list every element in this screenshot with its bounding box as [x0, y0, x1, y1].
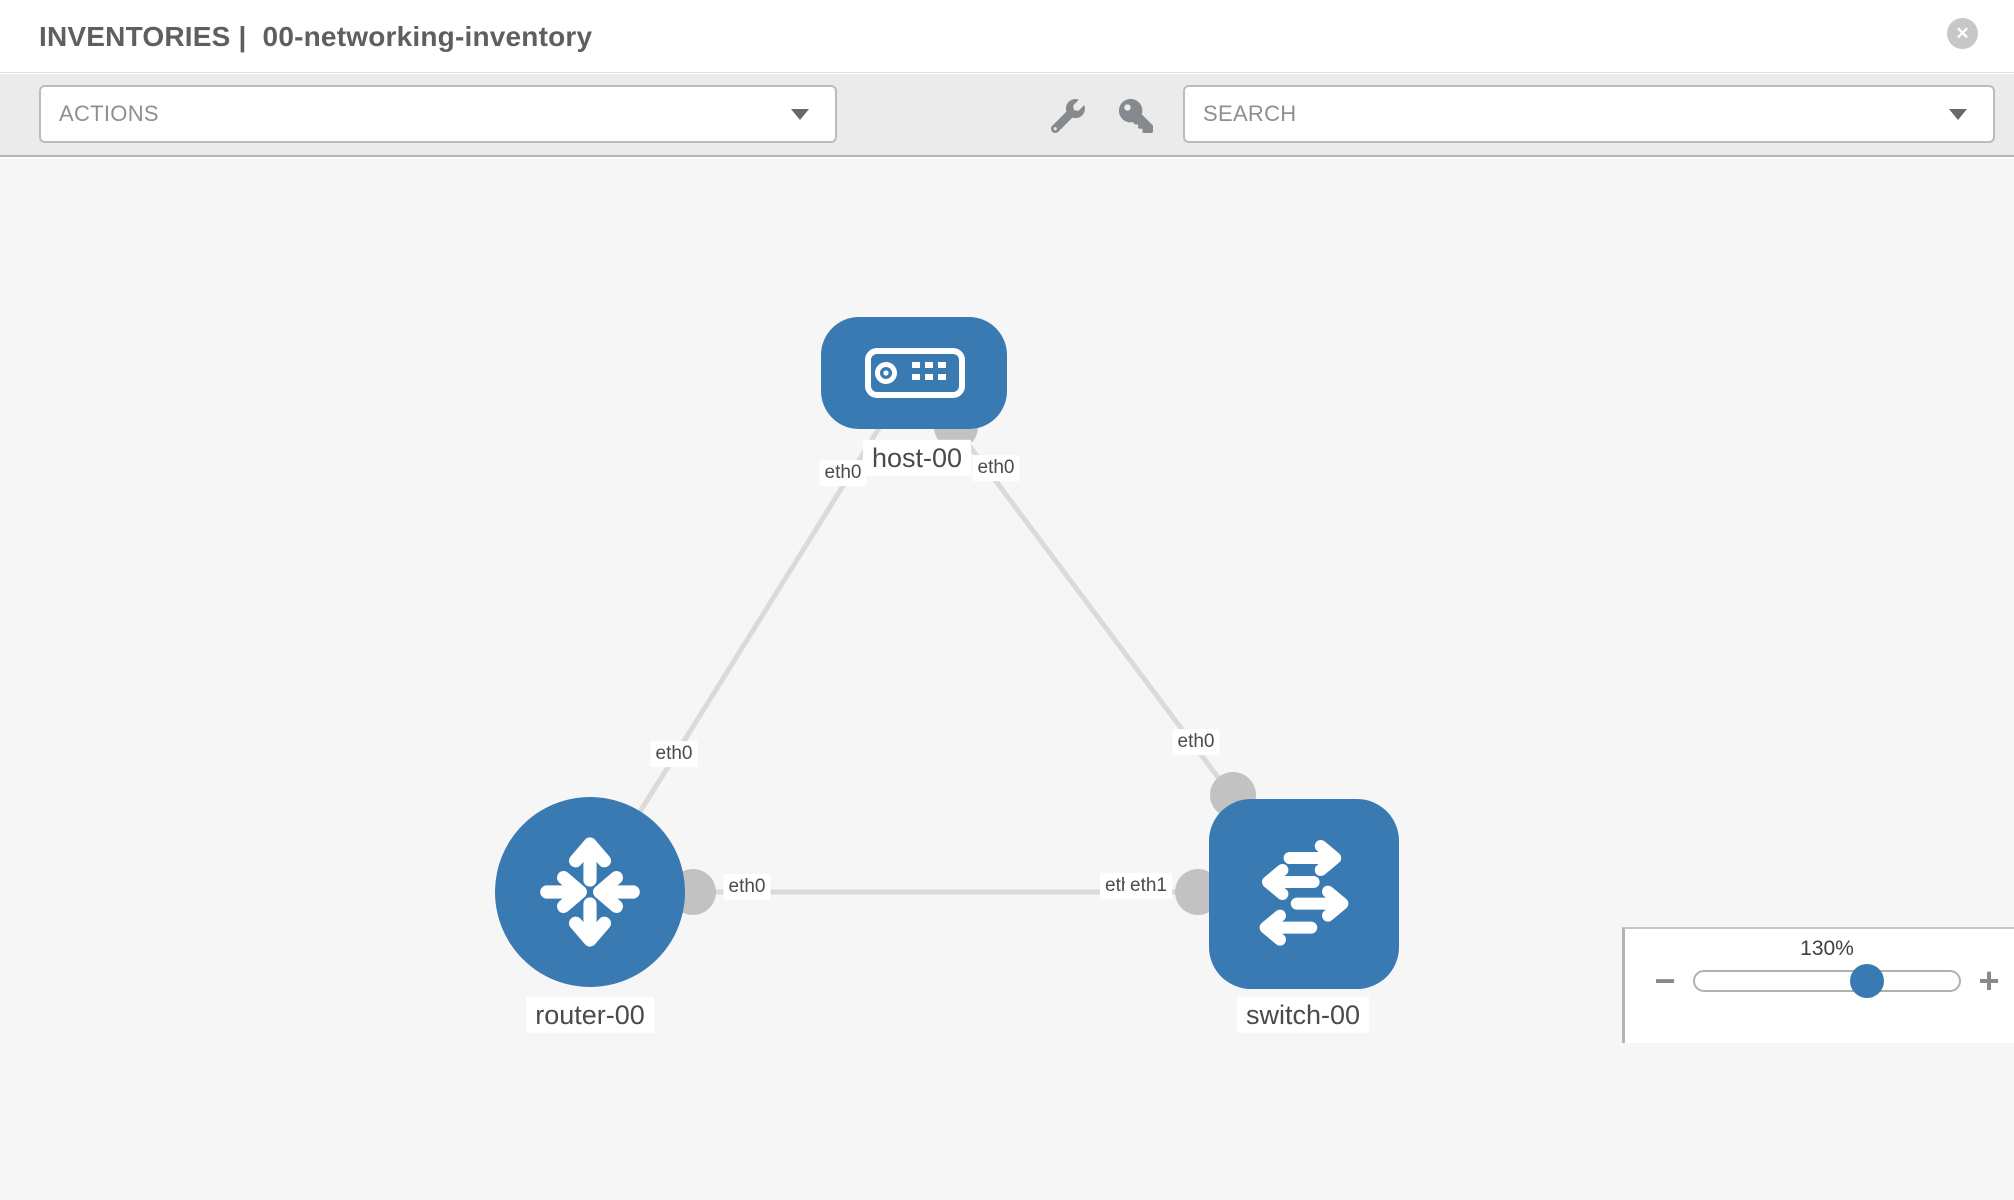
topology-svg [495, 317, 1399, 989]
adhoc-command-button[interactable] [1048, 96, 1088, 136]
toolbar: ACTIONS SEARCH [0, 74, 2014, 157]
node-label-router: router-00 [526, 996, 654, 1034]
zoom-out-button[interactable]: − [1654, 960, 1676, 1001]
wrench-icon [1051, 99, 1085, 133]
host-icon [865, 348, 965, 398]
title-separator: | [238, 21, 247, 52]
switch-icon [1259, 840, 1349, 946]
page-title: INVENTORIES| 00-networking-inventory [39, 0, 600, 73]
key-icon [1119, 99, 1153, 133]
close-icon: ✕ [1955, 24, 1970, 43]
node-label-switch: switch-00 [1236, 996, 1370, 1034]
chevron-down-icon [791, 109, 809, 120]
actions-dropdown-label: ACTIONS [59, 101, 159, 126]
search-dropdown[interactable]: SEARCH [1183, 85, 1995, 143]
zoom-level: 130% [1800, 937, 1854, 960]
close-button[interactable]: ✕ [1947, 18, 1978, 49]
search-dropdown-label: SEARCH [1203, 101, 1297, 126]
title-inventory-name: 00-networking-inventory [262, 21, 593, 52]
node-switch-00[interactable] [1209, 799, 1399, 989]
port-label: eth0 [1172, 729, 1220, 755]
page-header: INVENTORIES| 00-networking-inventory ✕ [0, 0, 2014, 73]
port-label: eth0 [819, 460, 867, 486]
port-label: eth0 [650, 741, 698, 767]
port-label: eth0 [723, 874, 771, 900]
zoom-slider-track[interactable] [1693, 964, 1961, 998]
interface-dots [670, 405, 1256, 915]
router-icon [540, 837, 640, 947]
node-router-00[interactable] [495, 797, 685, 987]
port-label: eth1 [1125, 873, 1172, 899]
title-section: INVENTORIES [39, 21, 231, 52]
credentials-button[interactable] [1116, 96, 1156, 136]
actions-dropdown[interactable]: ACTIONS [39, 85, 837, 143]
zoom-in-button[interactable]: + [1978, 960, 2000, 1001]
node-host-00[interactable] [821, 317, 1007, 429]
port-label: eth0 [972, 455, 1020, 481]
zoom-slider-thumb[interactable] [1850, 964, 1884, 998]
link-host-router [587, 370, 917, 894]
node-label-host: host-00 [862, 439, 972, 477]
topology-canvas: eth0 eth0 eth0 eth0 eth0 eth0 eth1 host-… [0, 159, 2014, 1200]
chevron-down-icon [1949, 109, 1967, 120]
zoom-panel: 130% − + [1622, 927, 2014, 1043]
